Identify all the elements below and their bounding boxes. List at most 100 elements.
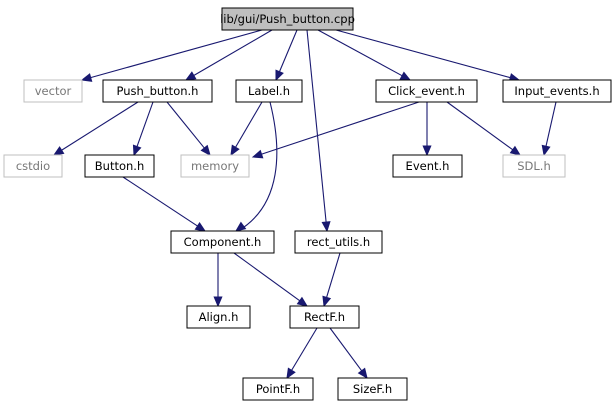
node-box bbox=[502, 79, 612, 103]
edge-line bbox=[60, 101, 139, 152]
edge-component_h-to-align_h bbox=[213, 253, 223, 308]
edge-line bbox=[237, 101, 278, 232]
node-box bbox=[502, 154, 566, 178]
edge-push_button_h-to-memory bbox=[166, 101, 211, 156]
node-box bbox=[221, 7, 354, 31]
edge-click_event_h-to-memory bbox=[251, 101, 420, 159]
edge-line bbox=[446, 101, 514, 151]
edge-rectf_h-to-pointf_h bbox=[286, 327, 318, 380]
edge-line bbox=[89, 29, 263, 79]
node-root: lib/gui/Push_button.cpp bbox=[220, 7, 355, 31]
edge-root-to-input_events_h bbox=[335, 29, 521, 82]
edge-arrowhead bbox=[194, 221, 207, 232]
node-sdl-h: SDL.h bbox=[502, 154, 566, 178]
edge-push_button_h-to-cstdio bbox=[52, 101, 139, 156]
edge-root-to-rect_utils_h bbox=[306, 29, 331, 233]
edge-line bbox=[325, 252, 341, 299]
edge-push_button_h-to-button_h bbox=[132, 101, 154, 157]
edge-arrowhead bbox=[275, 69, 284, 82]
node-label: Push_button.h bbox=[117, 84, 199, 98]
edge-line bbox=[233, 252, 301, 302]
node-label: Button.h bbox=[95, 159, 144, 173]
node-box bbox=[289, 305, 360, 329]
node-memory: memory bbox=[180, 154, 250, 178]
node-label: lib/gui/Push_button.cpp bbox=[220, 12, 355, 26]
node-label: Click_event.h bbox=[388, 84, 465, 98]
node-rect-utils-h: rect_utils.h bbox=[294, 230, 383, 254]
edge-arrowhead bbox=[213, 296, 223, 308]
edge-click_event_h-to-event_h bbox=[422, 102, 432, 157]
edge-arrowhead bbox=[184, 71, 197, 81]
node-box bbox=[337, 377, 408, 401]
node-push-button-h: Push_button.h bbox=[102, 79, 213, 103]
edge-rectf_h-to-sizef_h bbox=[329, 327, 368, 380]
node-input-events-h: Input_events.h bbox=[502, 79, 612, 103]
edge-arrowhead bbox=[509, 145, 522, 156]
node-label: rect_utils.h bbox=[307, 235, 370, 249]
edge-rect_utils_h-to-rectf_h bbox=[322, 252, 341, 308]
edge-arrowhead bbox=[286, 367, 296, 380]
node-box bbox=[170, 230, 275, 254]
node-sizef-h: SizeF.h bbox=[337, 377, 408, 401]
edge-arrowhead bbox=[234, 221, 247, 232]
edge-line bbox=[136, 101, 154, 148]
node-box bbox=[392, 154, 463, 178]
node-box bbox=[235, 79, 303, 103]
edge-arrowhead bbox=[52, 146, 65, 156]
edge-line bbox=[122, 176, 199, 228]
edge-line bbox=[545, 101, 557, 148]
node-component-h: Component.h bbox=[170, 230, 275, 254]
edge-arrowhead bbox=[230, 144, 240, 157]
edge-arrowhead bbox=[357, 367, 368, 380]
edge-line bbox=[306, 29, 327, 224]
edge-arrowhead bbox=[399, 71, 412, 81]
edge-line bbox=[234, 101, 263, 149]
node-align-h: Align.h bbox=[186, 305, 251, 329]
node-box bbox=[242, 377, 314, 401]
node-box bbox=[23, 79, 83, 103]
graph-edges bbox=[52, 29, 557, 380]
node-click-event-h: Click_event.h bbox=[375, 79, 478, 103]
edge-arrowhead bbox=[321, 221, 331, 233]
node-label: cstdio bbox=[16, 159, 50, 173]
edge-label_h-to-memory bbox=[230, 101, 263, 157]
node-box bbox=[294, 230, 383, 254]
node-label: Align.h bbox=[199, 310, 239, 324]
edge-arrowhead bbox=[322, 295, 332, 308]
node-pointf-h: PointF.h bbox=[242, 377, 314, 401]
node-label: vector bbox=[35, 84, 72, 98]
node-label: Input_events.h bbox=[514, 84, 599, 98]
node-box bbox=[102, 79, 213, 103]
edge-button_h-to-component_h bbox=[122, 176, 207, 232]
edge-root-to-vector bbox=[80, 29, 263, 82]
node-label: SDL.h bbox=[517, 159, 551, 173]
edge-arrowhead bbox=[200, 144, 211, 156]
edge-line bbox=[317, 29, 404, 77]
node-box bbox=[375, 79, 478, 103]
edge-root-to-push_button_h bbox=[184, 29, 273, 81]
node-box bbox=[186, 305, 251, 329]
edge-arrowhead bbox=[251, 149, 264, 159]
edge-root-to-label_h bbox=[275, 29, 298, 82]
node-rectf-h: RectF.h bbox=[289, 305, 360, 329]
node-label: Component.h bbox=[184, 235, 262, 249]
node-label: Label.h bbox=[248, 84, 290, 98]
node-label: memory bbox=[191, 159, 239, 173]
edge-line bbox=[278, 29, 298, 73]
edge-label_h-to-component_h bbox=[234, 101, 278, 232]
node-label: RectF.h bbox=[304, 310, 345, 324]
edge-arrowhead bbox=[541, 144, 551, 157]
node-label-h: Label.h bbox=[235, 79, 303, 103]
edge-line bbox=[329, 327, 363, 372]
node-label: SizeF.h bbox=[353, 382, 392, 396]
edge-line bbox=[290, 327, 318, 372]
node-label: PointF.h bbox=[256, 382, 300, 396]
edge-line bbox=[192, 29, 273, 77]
edge-arrowhead bbox=[80, 73, 93, 82]
edge-line bbox=[335, 29, 512, 79]
edge-click_event_h-to-sdl_h bbox=[446, 101, 522, 156]
edge-line bbox=[260, 101, 420, 156]
edge-input_events_h-to-sdl_h bbox=[541, 101, 557, 157]
